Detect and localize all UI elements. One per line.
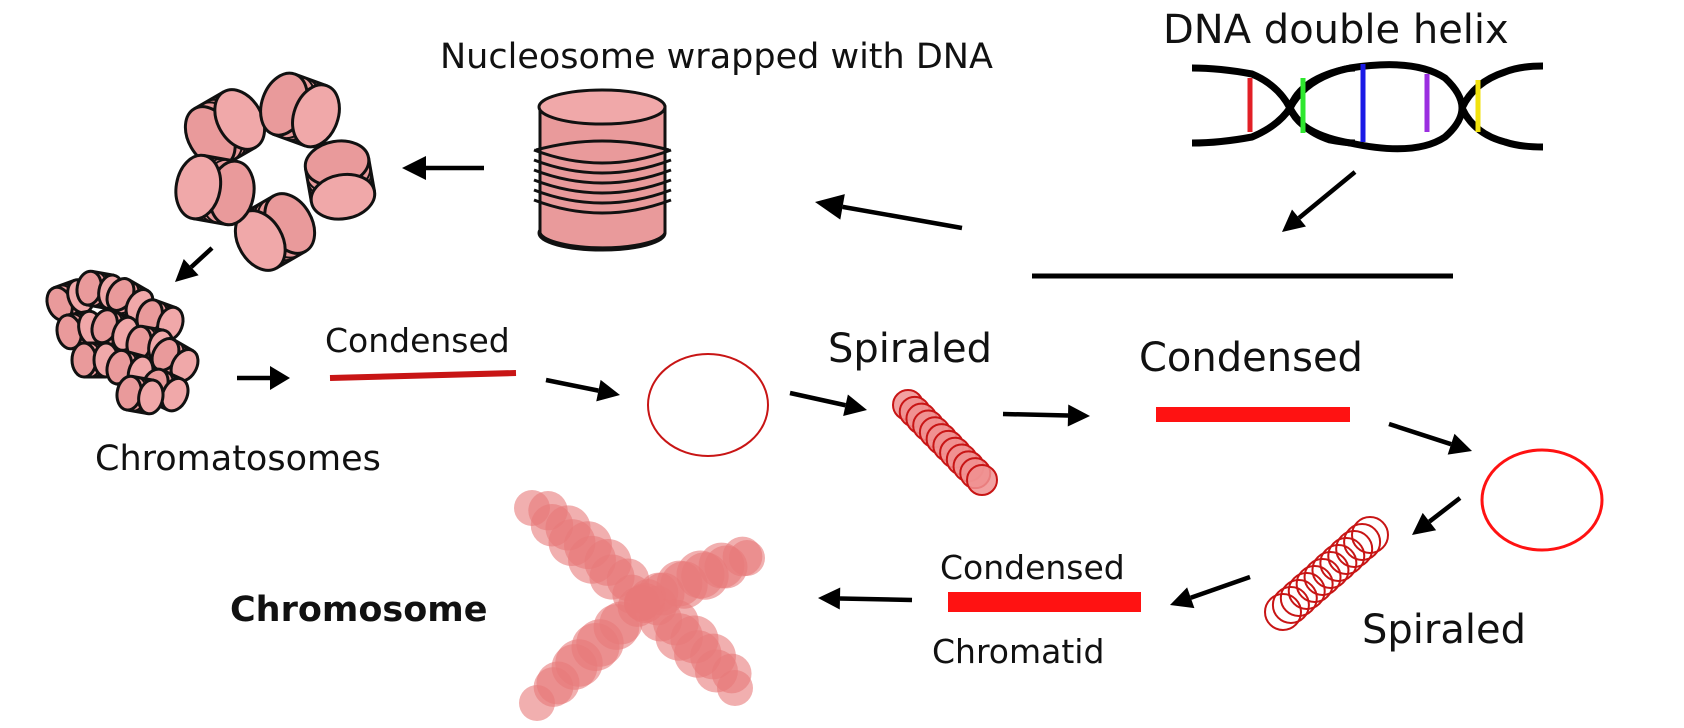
arrow-condensed-to-circle	[545, 377, 620, 402]
dna-middle-loop	[1286, 61, 1466, 153]
spiraled-coil-1	[892, 389, 998, 496]
coil-2-ring-7	[1303, 558, 1342, 596]
nucleosome-dna-wrap	[533, 139, 672, 215]
ring-disc-3	[303, 139, 377, 221]
loop-circle-2	[1480, 448, 1604, 552]
arrow-ring-to-cluster	[175, 246, 214, 282]
condensed-fiber-1	[329, 370, 517, 381]
flow-arrows	[175, 156, 1472, 610]
arrow-nucleosome-to-ring	[402, 156, 484, 180]
chromosome-centromere	[625, 583, 665, 623]
label-chromatosomes: Chromatosomes	[95, 439, 381, 479]
dna-strand-b2	[1458, 106, 1544, 151]
arrow-chromatid-to-chromosome	[818, 587, 913, 610]
chromosome-x-shape	[514, 490, 765, 721]
arrow-helix-to-line	[1282, 170, 1357, 232]
label-spiraled-2: Spiraled	[1362, 607, 1526, 653]
label-chromosome: Chromosome	[230, 590, 488, 630]
chromatosome-cluster	[45, 269, 200, 416]
coil-2-ring-8	[1295, 565, 1334, 603]
chromatid-fiber	[948, 592, 1141, 612]
arrow-spiraled-to-condensed	[1002, 404, 1090, 427]
arrow-condensed-to-circle-2	[1388, 421, 1472, 455]
label-dna-double-helix: DNA double helix	[1163, 7, 1509, 53]
ring-disc-5	[174, 153, 256, 227]
arrow-cluster-to-condensed	[237, 366, 290, 390]
nucleosome-cylinder	[533, 88, 672, 252]
coil-2-ring-1	[1351, 516, 1389, 554]
dna-strand-b1	[1191, 64, 1356, 147]
dna-strand-a2	[1458, 62, 1544, 110]
nucleosome-ring	[174, 71, 377, 272]
label-spiraled-1: Spiraled	[828, 326, 992, 372]
coil-2-ring-3	[1335, 530, 1374, 568]
ring-disc-1	[183, 88, 267, 168]
arrow-circle-to-spiraled-2	[1412, 496, 1462, 535]
chromosome-arm-upper-right	[624, 536, 765, 621]
dna-strand-a1	[1191, 64, 1356, 147]
loop-circle-1	[647, 353, 769, 457]
coil-2-ring-9	[1287, 572, 1326, 610]
arrow-circle-to-spiraled	[789, 390, 867, 416]
spiraled-coil-2	[1264, 516, 1389, 631]
coil-2-ring-12	[1264, 593, 1302, 631]
ring-disc-4	[233, 192, 317, 272]
coil-2-ring-11	[1271, 586, 1310, 624]
label-nucleosome: Nucleosome wrapped with DNA	[440, 37, 993, 77]
dna-double-helix	[1191, 61, 1544, 153]
coil-2-ring-4	[1327, 537, 1366, 575]
label-condensed-2: Condensed	[1139, 335, 1363, 381]
cluster-disc-9	[70, 341, 120, 379]
label-chromatid: Chromatid	[932, 632, 1104, 671]
ring-disc-2	[259, 71, 341, 149]
arrow-line-to-nucleosome	[815, 194, 963, 231]
coil-1-ring-12	[966, 464, 998, 496]
coil-2-ring-2	[1343, 523, 1382, 561]
label-condensed-1: Condensed	[325, 321, 510, 360]
arrow-spiraled-to-chromatid	[1170, 574, 1251, 609]
coil-2-ring-5	[1319, 544, 1358, 582]
coil-2-ring-6	[1311, 551, 1350, 589]
label-condensed-3: Condensed	[940, 548, 1125, 587]
condensed-fiber-2	[1156, 407, 1350, 422]
coil-2-ring-10	[1279, 579, 1318, 617]
cluster-disc-12	[115, 374, 165, 416]
